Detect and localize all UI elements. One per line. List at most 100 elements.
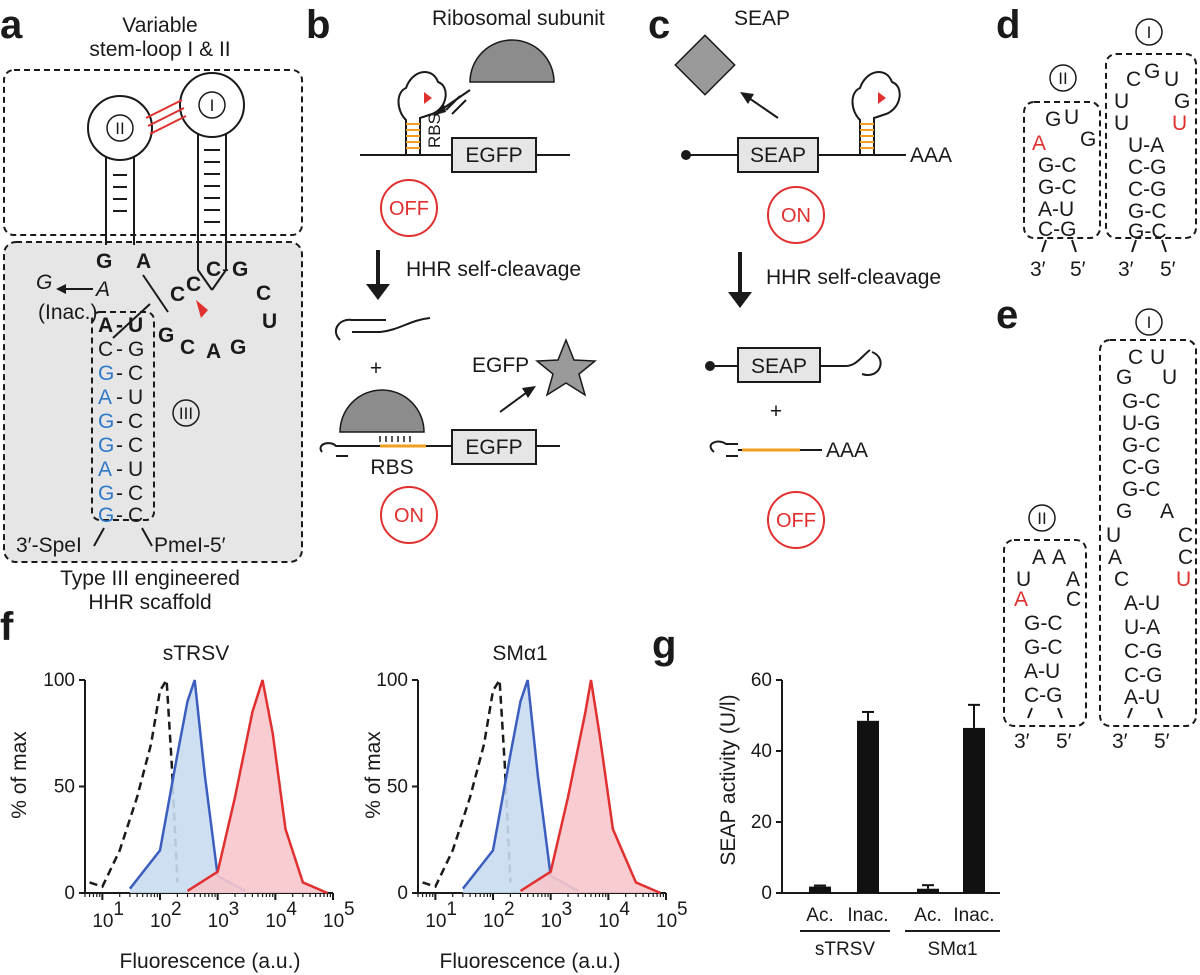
cleavage-label-b: HHR self-cleavage [406,258,581,281]
panel-d-stem-II-box [1023,101,1101,239]
stem-III-box [91,311,155,521]
stem3-right-5: C [128,434,143,457]
histogram-strsv-ylabel: % of max [8,731,31,819]
bar-group-label-1: SMα1 [927,939,977,960]
stem3-dash-4: - [116,410,123,433]
loop-II-label: II [115,119,124,138]
core-nt-A-italic: A [94,278,110,301]
hhr-hairpin-c [851,71,901,154]
seap-expression-arrowhead [740,92,754,104]
bar-ytick-label-60: 60 [751,670,772,691]
panel-d-strand-ends [1041,239,1167,253]
e-i-pair-top-3: C-G [1122,456,1161,479]
panel-d: II I G U G A G-C G-C A-U C-G C G U U U G… [1023,18,1197,281]
core-connector [142,274,169,313]
rbs-label-b2: RBS [370,456,413,479]
panel-letter-e: e [996,293,1018,337]
on-state-c: ON [781,205,811,227]
stem3-right-6: U [128,458,143,481]
e-i-bulge-1: A [1160,500,1174,523]
e-ii-pair-3: C-G [1024,684,1063,707]
blocked-bars [445,95,467,115]
e-i-pair-top-1: U-G [1122,412,1161,435]
on-state-circle-b [380,486,438,544]
plus-b: + [370,357,382,380]
seap-expression-arrow [745,95,779,119]
cleavage-arrowhead-c [728,292,752,308]
core-nt-A: A [136,250,151,273]
stem3-dash-8: - [116,504,123,527]
e-end-5a: 5′ [1056,730,1072,753]
panel-letter-d: d [996,3,1020,47]
core-nt-G4: G [158,324,174,347]
strsv-ytick-label-50: 50 [54,777,75,798]
loop-interaction-lines [145,99,187,135]
bar-category-3: Inac. [953,905,994,926]
egfp-protein-label: EGFP [472,354,529,377]
stem3-dash-6: - [116,458,123,481]
egfp-gene-label-2: EGFP [465,436,522,459]
e-i-bulge-3: C [1178,524,1193,547]
e-end-3a: 3′ [1014,730,1030,753]
panel-e-loop-II-label: II [1037,509,1046,528]
histogram-sma1-xlabel: Fluorescence (a.u.) [440,950,621,973]
panel-d-loop-I-circle [1135,18,1163,46]
variable-stemloop-box [3,69,303,236]
core-nt-C5: C [180,336,195,359]
sma1-xtick-exp-5: 5 [677,899,688,920]
stem3-dash-1: - [116,338,123,361]
sma1-xtick-label-1: 10 [425,911,446,932]
e-i-top-0: C [1128,346,1143,369]
stem3-left-1: C [98,338,113,361]
e-ii-loop-2: U [1016,568,1031,591]
e-i-pair-top-4: G-C [1122,478,1161,501]
sma1-series-1-line [461,679,579,892]
panel-e-loop-I-circle [1135,308,1163,336]
sma1-xtick-label-3: 10 [541,911,562,932]
d-i-loop-2: U [1164,68,1179,91]
panel-letter-a: a [0,3,23,47]
stem3-top-A: A [98,314,113,337]
ribosomal-subunit-icon [469,39,555,83]
stem-III-ends [93,527,153,547]
stem3-right-3: U [128,386,143,409]
sma1-xtick-exp-3: 3 [562,899,573,920]
strsv-ytick-label-0: 0 [64,883,75,904]
e-i-pair-bot-0: A-U [1124,592,1160,615]
stem3-top-dash: - [116,314,123,337]
d-ii-loop-0: G [1045,108,1061,131]
panel-b: Ribosomal subunit RBS EGFP OFF HHR self-… [319,7,605,544]
plus-c: + [770,400,782,423]
bar-ylabel: SEAP activity (U/l) [717,694,740,865]
stem3-dash-7: - [116,482,123,505]
panel-e: I II A A U A A C G-C G-C A-U C-G C U G U… [1003,308,1197,753]
panel-a: Variable stem-loop I & II II I G A A G (… [3,14,303,614]
d-i-pair-4: G-C [1128,220,1167,243]
cleavage-site-arrowhead [196,300,208,318]
stemloop-II-pairs [113,174,127,212]
cut-hairpin-stub [319,442,348,457]
inactive-arrowhead [56,284,66,294]
sma1-xtick-label-5: 10 [656,911,677,932]
strsv-xtick-label-5: 10 [323,911,344,932]
stem-III-pairs: C - G G - C A - U G - C G - C A - U G - … [98,338,144,527]
d-i-pair-2: C-G [1128,178,1167,201]
off-state-c: OFF [776,510,816,532]
d-i-loop-6: U [1172,112,1187,135]
e-ii-loop-5: C [1066,588,1081,611]
panel-e-stem-I-box [1099,339,1197,727]
panel-c: SEAP SEAP AAA ON HHR self-cleavage SEAP … [674,7,952,549]
expression-arrow [499,389,531,413]
ribosomal-subunit-bound [339,389,425,433]
sma1-xtick-label-4: 10 [598,911,619,932]
strsv-xtick-label-2: 10 [150,911,171,932]
e-i-bulge-0: G [1116,500,1132,523]
bar-0 [809,886,831,893]
cleaved-hairpin-c [845,349,882,377]
strsv-series-2-line [186,679,328,895]
e-i-top-2: G [1116,366,1132,389]
panel-e-loop-II-circle [1028,504,1056,532]
e-i-top-3: U [1162,366,1177,389]
stem3-right-1: G [128,338,144,361]
strsv-xtick-exp-2: 2 [171,899,182,920]
